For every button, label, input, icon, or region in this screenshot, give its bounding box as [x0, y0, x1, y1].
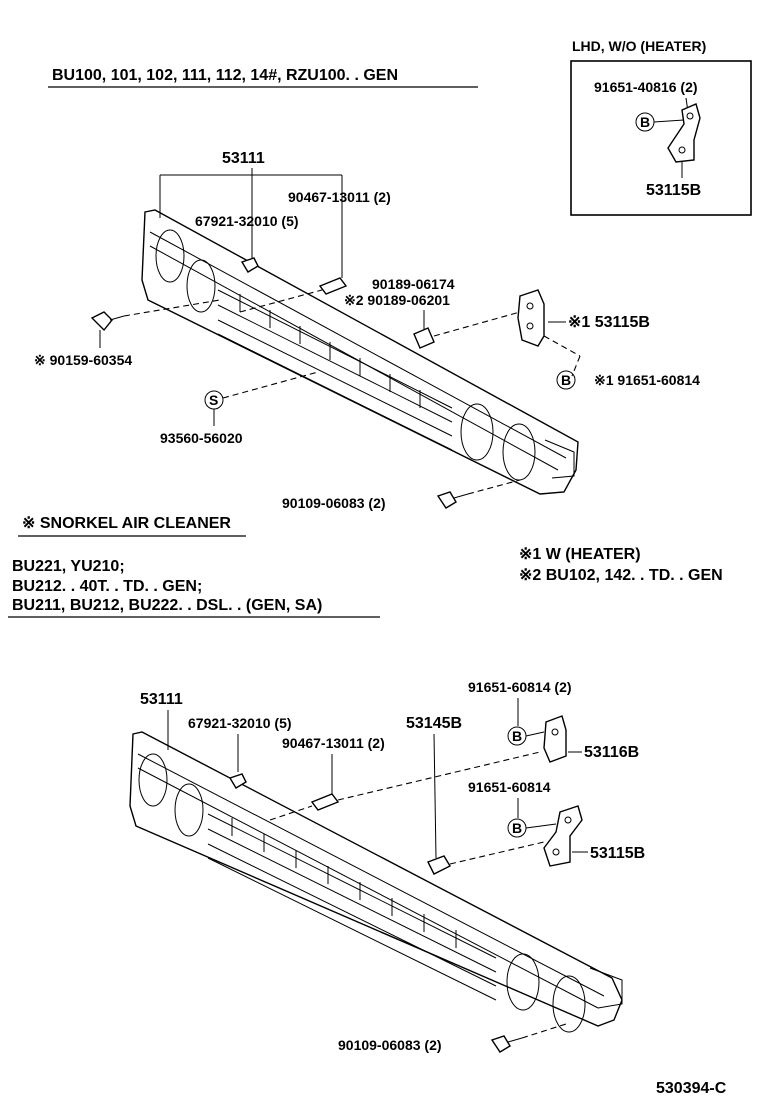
bottom-clip-a-label: 67921-32010 (5) — [188, 715, 292, 731]
top-screw-left-label: ※ 90159-60354 — [34, 352, 132, 368]
bottom-grille — [129, 731, 623, 1033]
top-clip-a-part — [240, 257, 259, 273]
top-bolt-bottom-part — [436, 491, 469, 509]
top-marker-b: B — [556, 370, 576, 390]
bottom-bracket-a-label: 53116B — [584, 744, 639, 761]
bottom-bolt-b-label: 91651-60814 — [468, 779, 551, 795]
bottom-marker-b1: B — [507, 726, 527, 746]
bottom-clip-a-part — [228, 773, 247, 789]
inset-bolt-label: 91651-40816 (2) — [594, 79, 698, 95]
snorkel-title: ※ SNORKEL AIR CLEANER — [22, 515, 231, 532]
top-screw-left-part — [90, 311, 125, 332]
bottom-clip-b-label: 90467-13011 (2) — [282, 735, 385, 751]
svg-text:S: S — [209, 392, 218, 408]
svg-text:B: B — [561, 372, 571, 388]
diagram-code: 530394-C — [656, 1080, 727, 1097]
top-marker-s: S — [204, 390, 224, 410]
svg-text:B: B — [512, 820, 522, 836]
top-clip-a-label: 67921-32010 (5) — [195, 213, 299, 229]
bottom-bolt-bottom-label: 90109-06083 (2) — [338, 1037, 442, 1053]
models-line-2: BU212. . 40T. . TD. . GEN; — [12, 578, 202, 595]
bottom-bracket-b-label: 53115B — [590, 845, 645, 862]
top-bracket-part — [517, 289, 545, 347]
top-bolt-bottom-label: 90109-06083 (2) — [282, 495, 386, 511]
top-nut-a-label: 90189-06174 — [372, 276, 455, 292]
bottom-marker-b2: B — [507, 818, 527, 838]
inset-marker-b: B — [635, 112, 655, 132]
top-grille-label: 53111 — [222, 150, 265, 167]
bottom-clip-c-part — [427, 855, 451, 875]
bottom-bracket-a-part — [543, 715, 567, 763]
inset-box — [570, 60, 752, 216]
bottom-grille-label: 53111 — [140, 691, 183, 708]
bottom-bolt-a-label: 91651-60814 (2) — [468, 679, 572, 695]
bottom-clip-c-label: 53145B — [406, 715, 462, 732]
svg-text:B: B — [512, 728, 522, 744]
note-2: ※2 BU102, 142. . TD. . GEN — [519, 567, 723, 584]
top-nut-part — [413, 327, 435, 349]
top-nut-b-label: ※2 90189-06201 — [344, 292, 450, 308]
models-line-1: BU221, YU210; — [12, 558, 125, 575]
top-clip-b-part — [318, 277, 348, 295]
inset-bracket-label: 53115B — [646, 182, 701, 199]
bottom-bracket-b-part — [543, 805, 583, 867]
bottom-bolt-bottom-part — [490, 1035, 523, 1053]
note-1: ※1 W (HEATER) — [519, 546, 641, 563]
bottom-clip-b-part — [310, 793, 340, 811]
top-bolt-b-label: ※1 91651-60814 — [594, 372, 700, 388]
top-grille — [141, 209, 579, 495]
top-bracket-label: ※1 53115B — [568, 314, 650, 331]
models-line-3: BU211, BU212, BU222. . DSL. . (GEN, SA) — [12, 597, 322, 614]
inset-title: LHD, W/O (HEATER) — [572, 38, 706, 54]
inset-bracket-part — [667, 103, 701, 163]
top-clip-s-label: 93560-56020 — [160, 430, 243, 446]
top-model-heading: BU100, 101, 102, 111, 112, 14#, RZU100. … — [52, 67, 398, 84]
top-clip-b-label: 90467-13011 (2) — [288, 189, 391, 205]
svg-text:B: B — [640, 114, 650, 130]
